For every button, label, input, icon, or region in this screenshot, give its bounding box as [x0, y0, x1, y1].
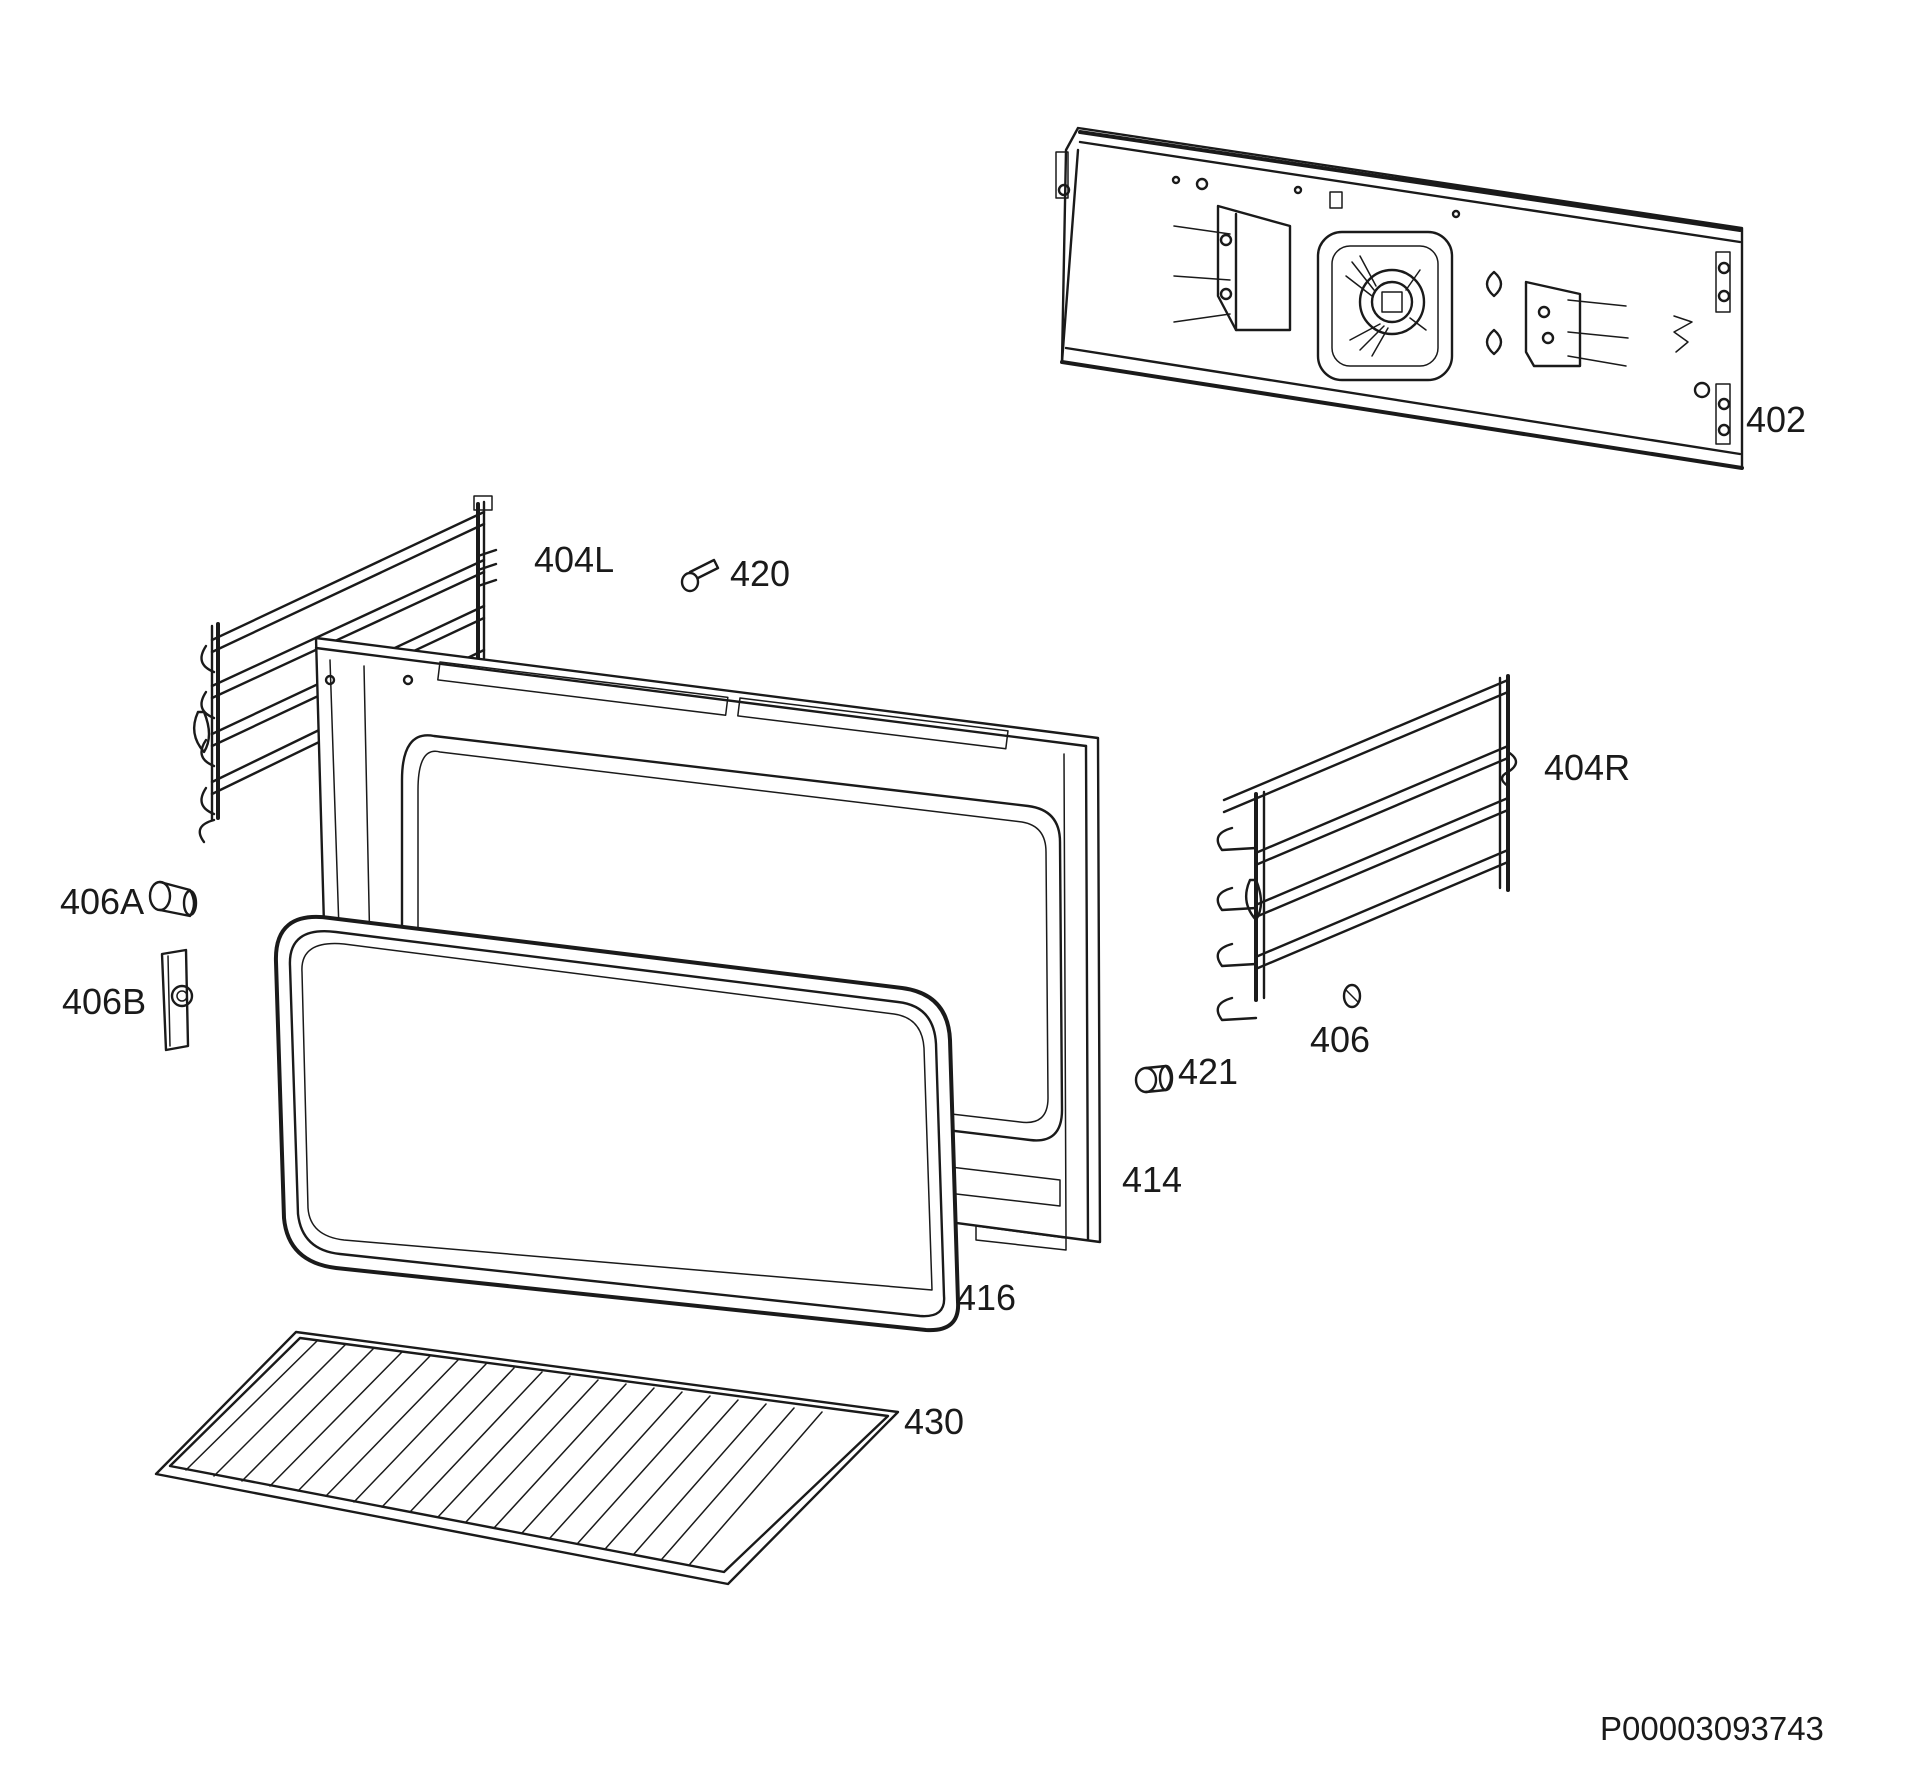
part-402-rear-panel: [1055, 126, 1744, 470]
drawing-id: P00003093743: [1600, 1710, 1824, 1747]
callout-402: 402: [1746, 399, 1807, 440]
callout-421: 421: [1178, 1051, 1239, 1092]
part-406-nut: [1342, 983, 1362, 1009]
part-406a-bolt: [148, 880, 198, 918]
callout-404l: 404L: [534, 539, 615, 580]
callout-414: 414: [1122, 1159, 1183, 1200]
callout-406a: 406A: [60, 881, 145, 922]
part-421-bushing: [1134, 1064, 1174, 1094]
part-416-door-seal: [273, 915, 961, 1333]
part-404r-right-runner: [1216, 674, 1518, 1022]
part-404l-left-runner: [192, 495, 498, 844]
callout-430: 430: [904, 1401, 965, 1442]
callout-404r: 404R: [1544, 747, 1631, 788]
part-430-wire-shelf: [154, 1330, 900, 1586]
callout-420: 420: [730, 553, 791, 594]
callout-416: 416: [956, 1277, 1017, 1318]
callout-406: 406: [1310, 1019, 1371, 1060]
shelf-wires: [185, 1339, 823, 1565]
part-420-screw: [680, 558, 720, 593]
callout-406b: 406B: [62, 981, 147, 1022]
part-406b-plate: [160, 948, 194, 1052]
